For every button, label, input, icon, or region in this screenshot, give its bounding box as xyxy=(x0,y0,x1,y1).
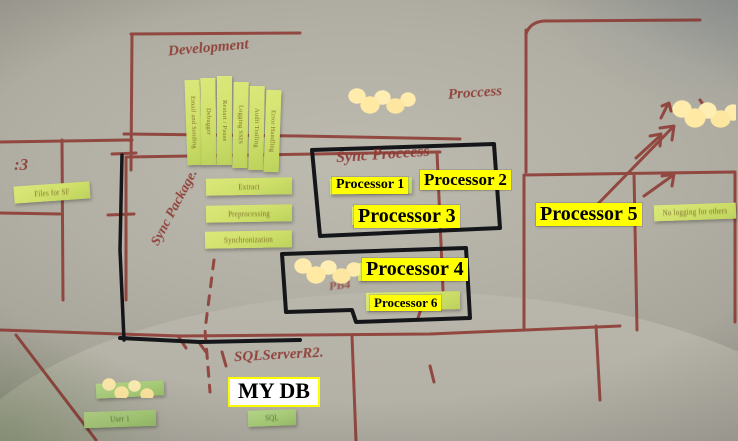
sticky-note-dev-6: Error Handling xyxy=(263,89,282,173)
sticky-note-sql: SQL xyxy=(247,409,297,427)
sticky-note-dev-5: Audit Trailing xyxy=(248,85,265,171)
black-box-sync-process xyxy=(310,142,502,238)
sticky-note-dev-2: Debugger xyxy=(200,77,217,166)
red-mark-mydb-left xyxy=(220,350,228,368)
red-line-development-bottom xyxy=(122,132,462,141)
black-line-bottom xyxy=(118,336,302,344)
black-line-left-vertical xyxy=(118,153,126,342)
sticky-note-no-logging-others: No logging for others xyxy=(653,202,737,222)
red-tick-left-upper xyxy=(110,151,138,156)
red-mark-small-1 xyxy=(198,342,208,354)
handwritten-pb4: PB4 xyxy=(328,276,351,294)
red-outline-development-box xyxy=(129,31,302,172)
sticky-note-dev-3: Restart / Pause xyxy=(217,76,232,165)
sticky-note-dev-4: Logging SSIS xyxy=(232,81,249,169)
sticky-note-synchronization: Synchronization xyxy=(204,230,293,249)
red-line-left-horizontal xyxy=(0,138,134,144)
red-mark-right-small xyxy=(698,98,710,114)
label-processor-3[interactable]: Processor 3 xyxy=(354,205,460,228)
red-line-right-top-curve xyxy=(524,18,702,36)
black-box-processor4 xyxy=(280,246,472,324)
red-arrow-4 xyxy=(659,101,673,120)
label-processor-1[interactable]: Processor 1 xyxy=(332,177,409,194)
label-my-db[interactable]: MY DB xyxy=(228,377,320,407)
label-processor-2[interactable]: Processor 2 xyxy=(420,170,511,190)
red-line-left-horizontal-2 xyxy=(0,211,62,216)
red-arrow-3 xyxy=(642,172,676,198)
red-line-left-vertical xyxy=(60,138,65,302)
label-processor-4[interactable]: Processor 4 xyxy=(362,258,468,281)
red-box-processor5 xyxy=(522,170,737,332)
red-arrow-stem xyxy=(590,126,674,212)
red-mark-mydb-right xyxy=(428,364,436,384)
red-dashed-connector xyxy=(203,258,216,394)
sticky-note-preprocessing: Preprocessing xyxy=(205,204,293,223)
red-line-bottom-left-diagonal xyxy=(14,333,98,441)
red-line-bottom-vertical-b xyxy=(594,324,602,402)
red-line-bottom-sweep xyxy=(0,324,622,338)
sticky-note-user-1: User 1 xyxy=(83,409,157,429)
red-arrow-2 xyxy=(634,132,663,160)
handwritten-smiley: :3 xyxy=(14,155,29,174)
red-line-bottom-vertical-a xyxy=(350,334,358,441)
label-processor-6[interactable]: Processor 6 xyxy=(370,295,442,311)
sticky-note-extract: Extract xyxy=(205,177,293,196)
label-processor-5[interactable]: Processor 5 xyxy=(536,203,642,226)
